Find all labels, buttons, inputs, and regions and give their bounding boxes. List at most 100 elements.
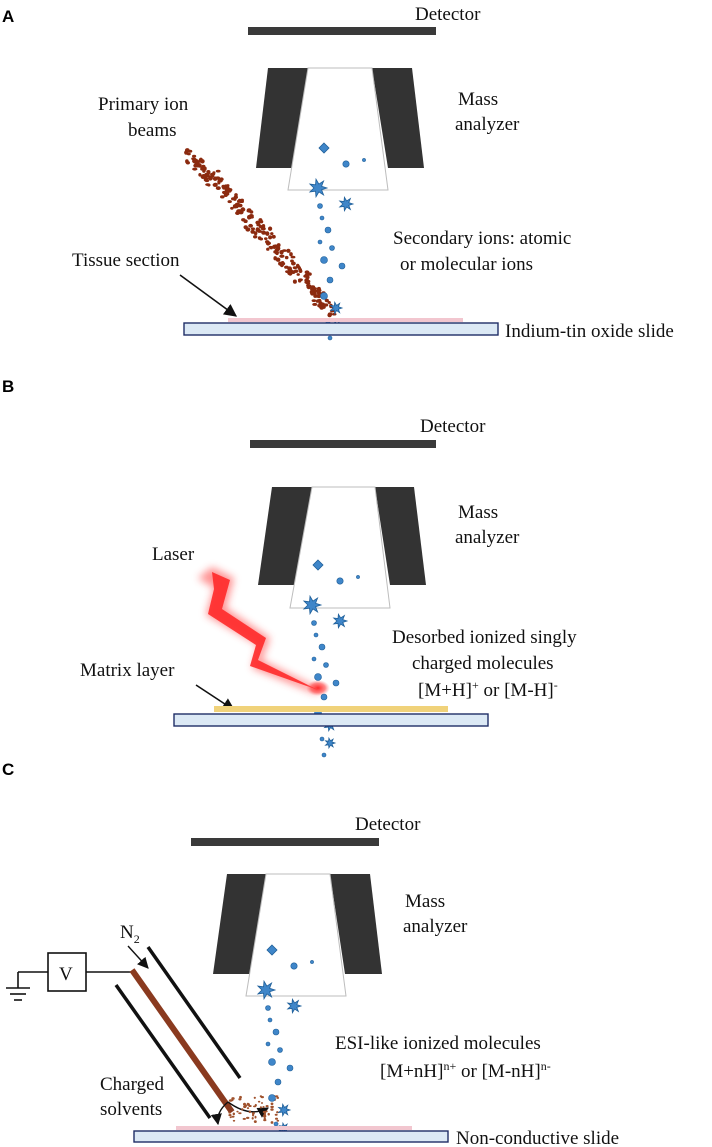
ion-dot-marker: [274, 1078, 282, 1086]
ion-dot-marker: [329, 245, 335, 251]
ito-slide-label: Indium-tin oxide slide: [505, 321, 674, 342]
solvent-droplet: [238, 1112, 242, 1115]
ion-dot-marker: [318, 643, 326, 651]
tissue-section: [176, 1126, 412, 1130]
secondary-ions-label-line1: Secondary ions: atomic: [393, 228, 571, 249]
solvent-droplet: [241, 1108, 244, 1111]
ion-dot-marker: [321, 752, 327, 758]
primary-ion-particle: [261, 224, 266, 229]
primary-ion-particle: [274, 244, 278, 247]
solvent-droplet: [270, 1108, 274, 1111]
tissue-section-label: Tissue section: [72, 250, 180, 271]
ion-dot-marker: [268, 1094, 276, 1102]
solvent-droplet: [246, 1102, 250, 1106]
solvent-droplet: [248, 1105, 252, 1107]
detector-label: Detector: [420, 416, 486, 437]
primary-ion-particle: [245, 227, 251, 232]
primary-ion-particle: [206, 170, 211, 175]
primary-ion-particle: [215, 186, 221, 191]
ion-dot-marker: [319, 215, 325, 221]
panel-letter-c: C: [2, 760, 14, 779]
ion-dot-marker: [326, 276, 334, 284]
ion-dot-marker: [332, 679, 340, 687]
primary-ion-particle: [284, 265, 289, 269]
ion-dot-marker: [317, 239, 323, 245]
primary-ion-particle: [265, 231, 270, 236]
ion-dot-marker: [265, 1005, 271, 1011]
primary-ion-particle: [268, 235, 273, 240]
ion-cluster-marker: [302, 594, 323, 616]
ion-dot-marker: [323, 662, 329, 668]
ion-dot-marker: [311, 656, 317, 662]
solvent-droplet: [246, 1107, 250, 1110]
mass-analyzer: [213, 873, 382, 997]
solvent-droplet: [259, 1106, 262, 1109]
panel-letter-b: B: [2, 377, 14, 396]
primary-ion-particle: [266, 247, 270, 251]
solvent-droplet: [244, 1104, 248, 1107]
primary-ion-particle: [319, 303, 325, 308]
panel-letter-a: A: [2, 7, 14, 26]
esi-ions-label: ESI-like ionized molecules: [335, 1033, 541, 1054]
ion-cluster-marker: [329, 300, 344, 316]
analyzer-label-line1: Mass: [405, 891, 445, 912]
matrix-pointer-arrow: [195, 684, 236, 711]
primary-ion-particle: [315, 294, 321, 298]
primary-ion-particle: [306, 284, 312, 287]
primary-ion-particle: [231, 197, 236, 201]
ion-dot-marker: [342, 160, 350, 168]
primary-ion-particle: [279, 250, 284, 255]
ion-diamond-marker: [312, 559, 324, 571]
panel-c: C Detector Mass analyzer V N2: [2, 760, 619, 1147]
voltage-circuit: V: [6, 952, 132, 1001]
ion-dot-marker: [277, 1047, 283, 1053]
non-conductive-slide: [133, 1130, 449, 1143]
solvent-droplet: [257, 1100, 261, 1103]
primary-ion-particle: [200, 167, 204, 171]
matrix-layer: [214, 706, 448, 712]
ion-cluster-marker: [256, 979, 277, 1001]
primary-ion-particle: [271, 234, 276, 239]
solvent-droplet: [248, 1110, 252, 1114]
primary-ion-particle: [296, 273, 300, 276]
primary-ion-particle: [213, 182, 218, 187]
ion-cluster-marker: [286, 997, 303, 1015]
primary-ion-particle: [207, 176, 213, 181]
tissue-pointer-arrow: [179, 274, 238, 317]
primary-ion-label-line1: Primary ion: [98, 94, 189, 115]
ion-dot-marker: [356, 575, 360, 579]
primary-ion-particle: [220, 195, 225, 199]
primary-ion-particle: [270, 232, 274, 236]
primary-ion-particle: [285, 270, 290, 273]
analyzer-label-line2: analyzer: [455, 114, 520, 135]
ion-dot-marker: [314, 673, 322, 681]
solvent-droplet: [251, 1117, 254, 1120]
esi-ions-formula: [M+nH]n+ or [M-nH]n-: [380, 1059, 551, 1082]
spray-arrow-down: [210, 1101, 229, 1126]
solvent-droplet: [275, 1095, 279, 1098]
solvent-droplet: [238, 1098, 242, 1101]
panel-a: A Detector Mass analyzer Primary ion bea…: [2, 4, 674, 342]
solvent-droplet: [239, 1095, 242, 1099]
desorbed-ions-label-line2: charged molecules: [412, 653, 554, 674]
primary-ion-particle: [192, 154, 197, 158]
laser-beam: [198, 567, 330, 696]
solvent-droplet: [252, 1113, 255, 1117]
primary-ion-particle: [234, 193, 238, 197]
analyzer-label-line2: analyzer: [403, 916, 468, 937]
primary-ion-particle: [215, 169, 221, 173]
primary-ion-particle: [246, 209, 252, 213]
solvent-droplet: [276, 1096, 280, 1099]
ion-dot-marker: [317, 203, 323, 209]
slide: [173, 713, 489, 727]
primary-ion-particle: [202, 169, 206, 173]
primary-ion-particle: [225, 187, 231, 191]
primary-ion-particle: [290, 255, 296, 259]
solvent-droplet: [270, 1105, 274, 1109]
solvent-droplet: [242, 1117, 246, 1120]
primary-ion-particle: [327, 313, 332, 318]
primary-ion-particle: [279, 254, 285, 258]
primary-ion-particle: [227, 200, 232, 204]
primary-ion-particle: [331, 312, 337, 316]
esi-sprayer: [114, 945, 242, 1120]
